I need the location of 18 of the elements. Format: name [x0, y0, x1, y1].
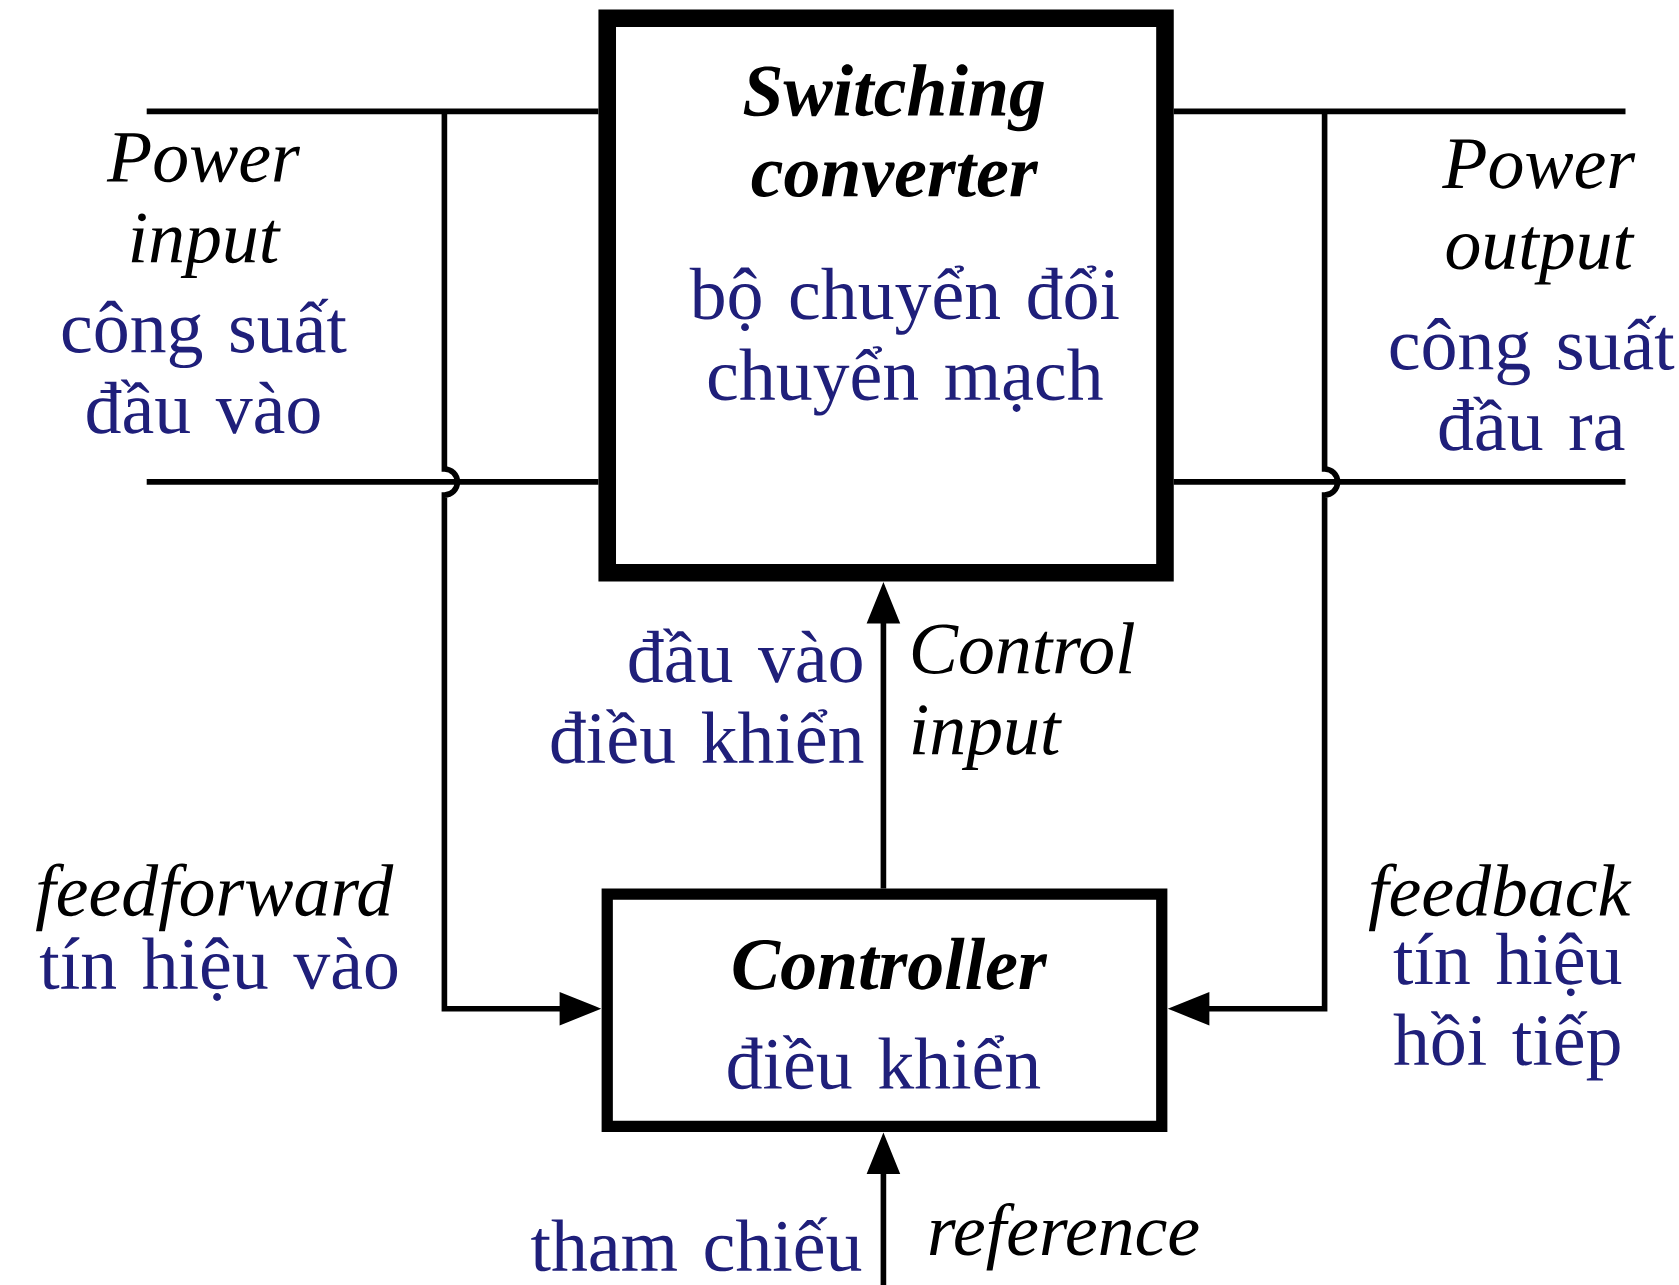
label: Power input — [106, 133, 300, 278]
label: reference — [929, 1202, 1199, 1271]
wire — [1173, 108, 1626, 115]
label: đầu vào điều khiển — [551, 628, 864, 764]
label: Power output — [1442, 139, 1636, 285]
label: feedback — [1368, 863, 1632, 932]
label: tín hiệu vào — [39, 937, 398, 1001]
wire — [146, 108, 599, 115]
converter-box: Switching converter bộ chuyển đổi chuyển mạch — [598, 9, 1174, 582]
controller-box: Controller điều khiển — [601, 888, 1168, 1133]
wire — [146, 479, 599, 485]
label: Control input — [912, 622, 1135, 770]
label: công suất đầu vào — [62, 298, 347, 434]
label: feedforward — [36, 863, 394, 932]
wire — [1173, 479, 1626, 485]
label: công suất đầu ra — [1390, 315, 1675, 451]
label: tham chiếu — [531, 1217, 862, 1272]
label: tín hiệu hồi tiếp — [1393, 932, 1622, 1081]
